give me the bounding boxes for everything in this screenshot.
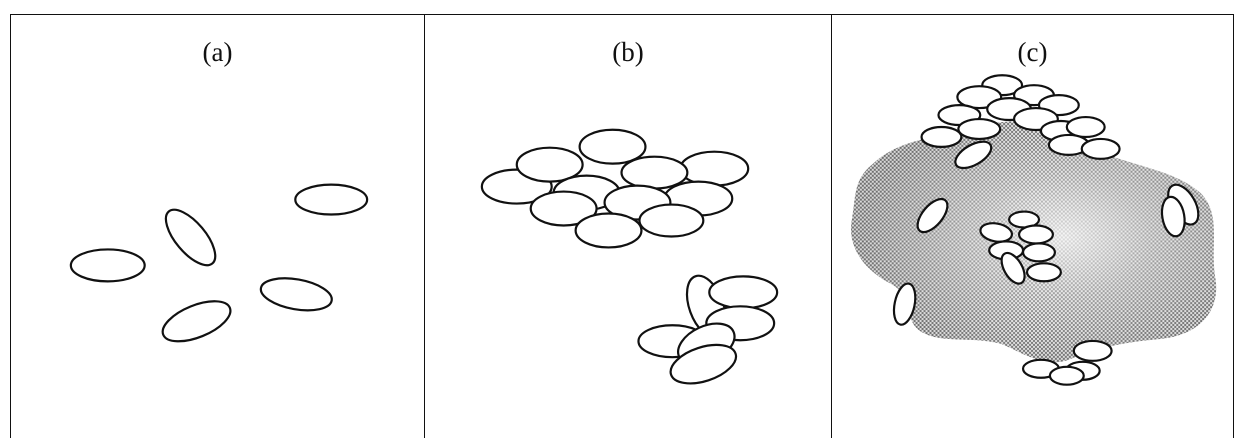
cell (1050, 367, 1084, 385)
panel-b-art (425, 15, 831, 438)
small-cell-cluster (638, 271, 777, 391)
cell (258, 273, 334, 315)
cell (922, 127, 962, 147)
cell (295, 185, 367, 215)
cell (622, 157, 688, 189)
cell (71, 249, 145, 281)
cell (1067, 117, 1105, 137)
cell (639, 205, 703, 237)
cell (1027, 263, 1061, 281)
cell (1074, 341, 1112, 361)
panel-c-art (832, 15, 1233, 438)
cell (1019, 226, 1053, 244)
panel-a-art (11, 15, 424, 438)
cell (709, 276, 777, 308)
panel-a: (a) (10, 14, 424, 438)
cell (576, 214, 642, 248)
cell (1082, 139, 1120, 159)
cell (680, 152, 748, 186)
panel-b: (b) (424, 14, 831, 438)
cell (157, 202, 224, 273)
cell (958, 119, 1000, 139)
dispersed-cells (71, 185, 367, 350)
cell (1023, 243, 1055, 261)
panel-c: (c) (831, 14, 1234, 438)
cell (157, 293, 236, 350)
large-cell-cluster (482, 130, 748, 248)
